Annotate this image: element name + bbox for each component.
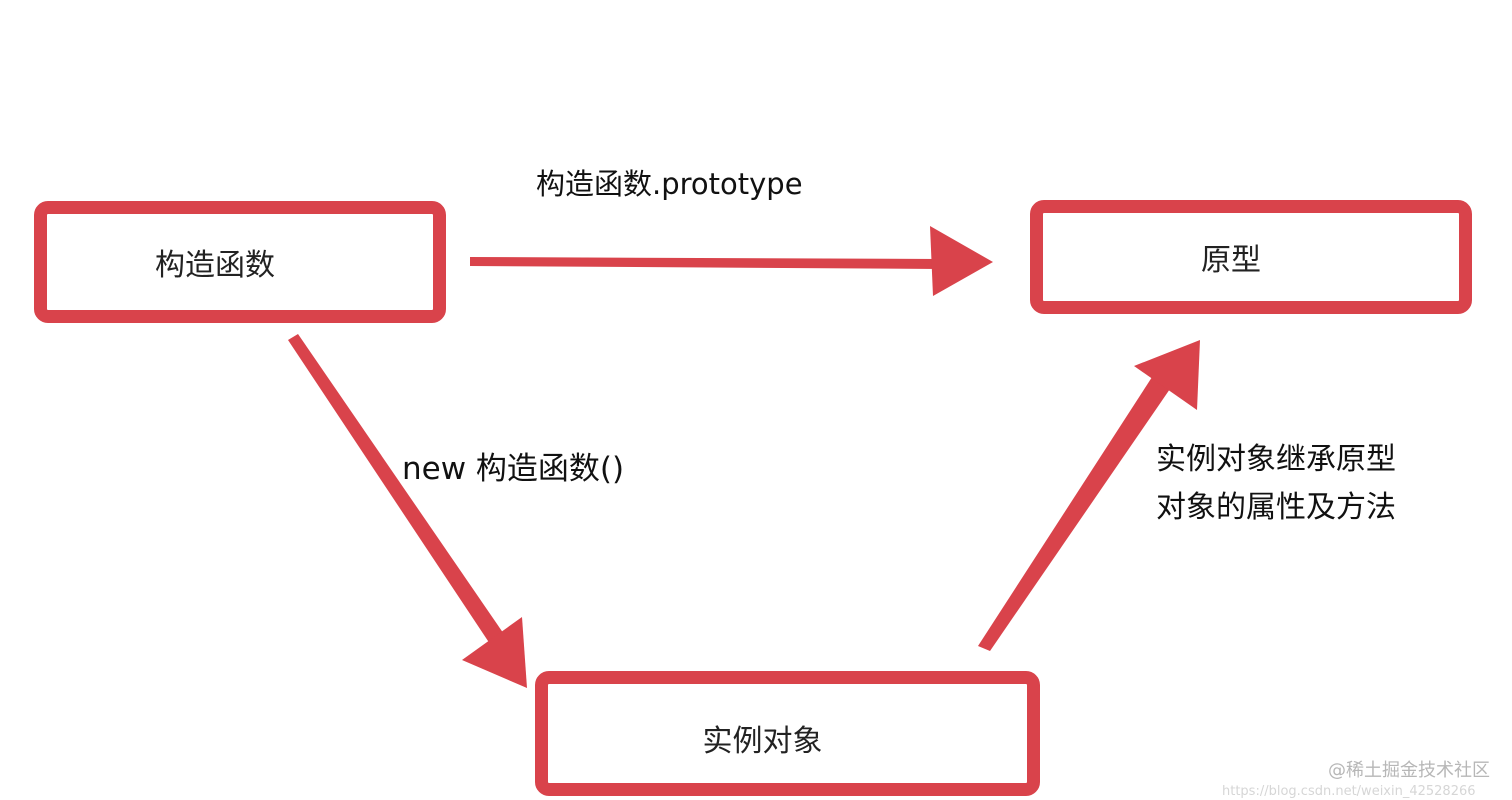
node-prototype: 原型 — [1030, 200, 1472, 314]
arrow-shaft — [470, 257, 940, 269]
arrow-instance-to-prototype — [978, 340, 1200, 651]
node-constructor-label: 构造函数 — [155, 248, 275, 283]
edge-label-inherit-line-1: 实例对象继承原型 — [1156, 442, 1396, 477]
edge-label-new: new 构造函数() — [402, 451, 625, 487]
node-constructor: 构造函数 — [34, 201, 446, 323]
watermark-url: https://blog.csdn.net/weixin_42528266 — [1222, 784, 1476, 799]
edge-label-inherit-line-2: 对象的属性及方法 — [1156, 490, 1396, 525]
arrow-constructor-to-instance — [288, 334, 527, 688]
arrow-constructor-to-prototype — [470, 226, 993, 296]
edge-label-prototype: 构造函数.prototype — [536, 167, 803, 201]
arrow-head — [930, 226, 993, 296]
arrow-shaft — [288, 334, 508, 650]
node-instance: 实例对象 — [535, 671, 1040, 796]
edge-label-inherit: 实例对象继承原型 对象的属性及方法 — [1156, 436, 1446, 532]
arrow-head — [462, 617, 527, 688]
arrow-shaft — [978, 374, 1172, 651]
node-prototype-label: 原型 — [1201, 243, 1261, 278]
node-instance-label: 实例对象 — [702, 723, 823, 759]
arrow-head — [1134, 340, 1200, 410]
watermark-juejin: @稀土掘金技术社区 — [1328, 760, 1490, 781]
